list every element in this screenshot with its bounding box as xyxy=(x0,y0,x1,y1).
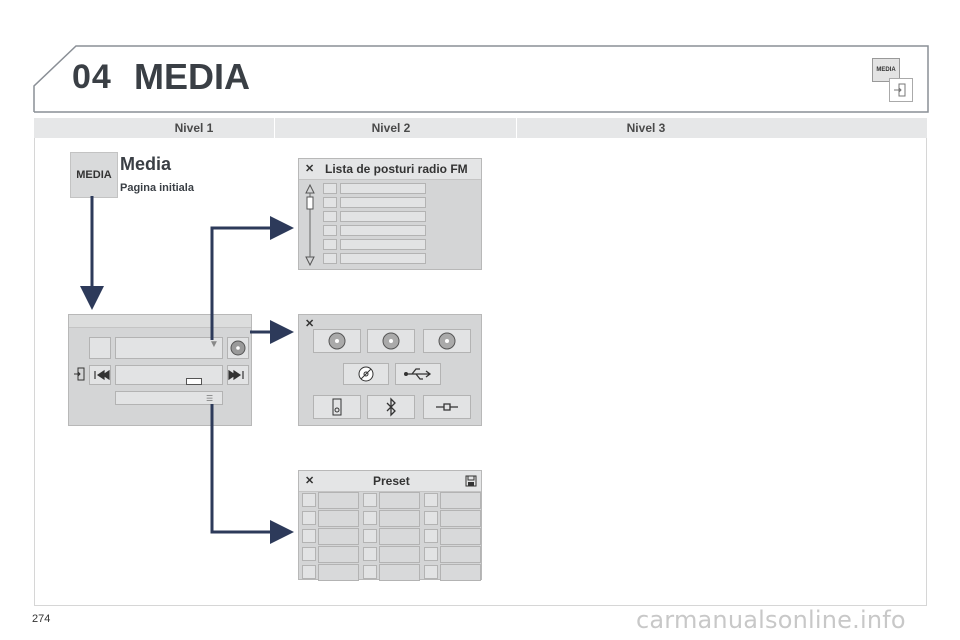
preset-slot[interactable] xyxy=(440,564,481,581)
preset-icon[interactable] xyxy=(302,565,316,579)
level-3-label: Nivel 3 xyxy=(626,121,666,135)
preset-slot[interactable] xyxy=(318,510,359,527)
arrow-to-preset xyxy=(210,404,294,544)
exit-icon[interactable] xyxy=(73,367,85,381)
radio-station-item[interactable] xyxy=(340,253,426,264)
screen-header xyxy=(69,315,251,328)
settings-bar: ☰ xyxy=(115,391,223,405)
level-divider xyxy=(274,118,275,138)
cd-icon[interactable] xyxy=(343,363,389,385)
preset-header: ✕ Preset xyxy=(299,471,481,492)
cd-source-button[interactable] xyxy=(313,329,361,353)
page-number: 274 xyxy=(32,613,51,625)
preset-icon[interactable] xyxy=(302,493,316,507)
watermark: carmanualsonline.info xyxy=(636,606,906,634)
radio-station-item[interactable] xyxy=(340,211,426,222)
next-track-icon[interactable] xyxy=(227,365,249,385)
level-1-label: Nivel 1 xyxy=(174,121,214,135)
preset-slot[interactable] xyxy=(379,528,420,545)
arrow-to-radio-list xyxy=(210,216,294,340)
radio-list-title: Lista de posturi radio FM xyxy=(325,162,468,176)
close-icon[interactable]: ✕ xyxy=(305,163,315,175)
media-home-screen: ▼ ☰ xyxy=(68,314,252,426)
radio-station-icon[interactable] xyxy=(323,211,337,222)
settings-icon[interactable]: ☰ xyxy=(206,394,214,403)
preset-icon[interactable] xyxy=(363,529,377,543)
track-info xyxy=(115,337,223,359)
radio-list-header: ✕ Lista de posturi radio FM xyxy=(299,159,481,180)
radio-station-item[interactable] xyxy=(340,183,426,194)
content-frame xyxy=(34,138,927,606)
dropdown-icon[interactable]: ▼ xyxy=(209,339,219,350)
cd-source-button[interactable] xyxy=(423,329,471,353)
radio-list-panel: ✕ Lista de posturi radio FM xyxy=(298,158,482,270)
preset-icon[interactable] xyxy=(363,565,377,579)
level-2-label: Nivel 2 xyxy=(371,121,411,135)
preset-icon[interactable] xyxy=(363,547,377,561)
preset-title: Preset xyxy=(373,474,410,488)
preset-slot[interactable] xyxy=(440,546,481,563)
preset-icon[interactable] xyxy=(424,547,438,561)
radio-station-item[interactable] xyxy=(340,239,426,250)
source-disc-button[interactable] xyxy=(227,337,249,359)
level-divider xyxy=(516,118,517,138)
preset-slot[interactable] xyxy=(379,564,420,581)
progress-slider[interactable] xyxy=(186,378,202,385)
preset-slot[interactable] xyxy=(379,546,420,563)
chapter-number: 04 xyxy=(72,58,112,96)
preset-slot[interactable] xyxy=(318,564,359,581)
cover-slot xyxy=(89,337,111,359)
level-bar: Nivel 1 Nivel 2 Nivel 3 xyxy=(34,118,927,138)
preset-icon[interactable] xyxy=(363,511,377,525)
radio-station-icon[interactable] xyxy=(323,197,337,208)
preset-panel: ✕ Preset xyxy=(298,470,482,581)
preset-icon[interactable] xyxy=(302,547,316,561)
save-icon[interactable] xyxy=(465,474,477,487)
preset-icon[interactable] xyxy=(363,493,377,507)
media-subtitle: Pagina initiala xyxy=(120,182,194,194)
preset-icon[interactable] xyxy=(424,565,438,579)
ipod-icon[interactable] xyxy=(313,395,361,419)
preset-slot[interactable] xyxy=(440,492,481,509)
preset-icon[interactable] xyxy=(424,511,438,525)
header-frame xyxy=(33,45,929,113)
preset-icon[interactable] xyxy=(424,493,438,507)
bluetooth-icon[interactable] xyxy=(367,395,415,419)
preset-icon[interactable] xyxy=(302,511,316,525)
media-button[interactable]: MEDIA xyxy=(70,152,118,198)
preset-slot[interactable] xyxy=(318,528,359,545)
radio-station-icon[interactable] xyxy=(323,253,337,264)
scrollbar[interactable] xyxy=(303,183,317,267)
preset-icon[interactable] xyxy=(424,529,438,543)
preset-slot[interactable] xyxy=(440,510,481,527)
close-icon[interactable]: ✕ xyxy=(305,475,315,487)
preset-icon[interactable] xyxy=(302,529,316,543)
cd-source-button[interactable] xyxy=(367,329,415,353)
progress-area xyxy=(115,365,223,385)
sources-panel: ✕ xyxy=(298,314,482,426)
preset-slot[interactable] xyxy=(379,510,420,527)
radio-station-icon[interactable] xyxy=(323,225,337,236)
preset-slot[interactable] xyxy=(318,492,359,509)
exit-icon xyxy=(889,78,913,102)
radio-station-item[interactable] xyxy=(340,197,426,208)
preset-slot[interactable] xyxy=(440,528,481,545)
preset-slot[interactable] xyxy=(318,546,359,563)
preset-slot[interactable] xyxy=(379,492,420,509)
radio-station-icon[interactable] xyxy=(323,239,337,250)
usb-icon[interactable] xyxy=(395,363,441,385)
prev-track-icon[interactable] xyxy=(89,365,111,385)
radio-station-icon[interactable] xyxy=(323,183,337,194)
radio-station-item[interactable] xyxy=(340,225,426,236)
chapter-title: MEDIA xyxy=(134,56,250,97)
aux-icon[interactable] xyxy=(423,395,471,419)
media-title: Media xyxy=(120,154,172,174)
close-icon[interactable]: ✕ xyxy=(305,318,315,330)
